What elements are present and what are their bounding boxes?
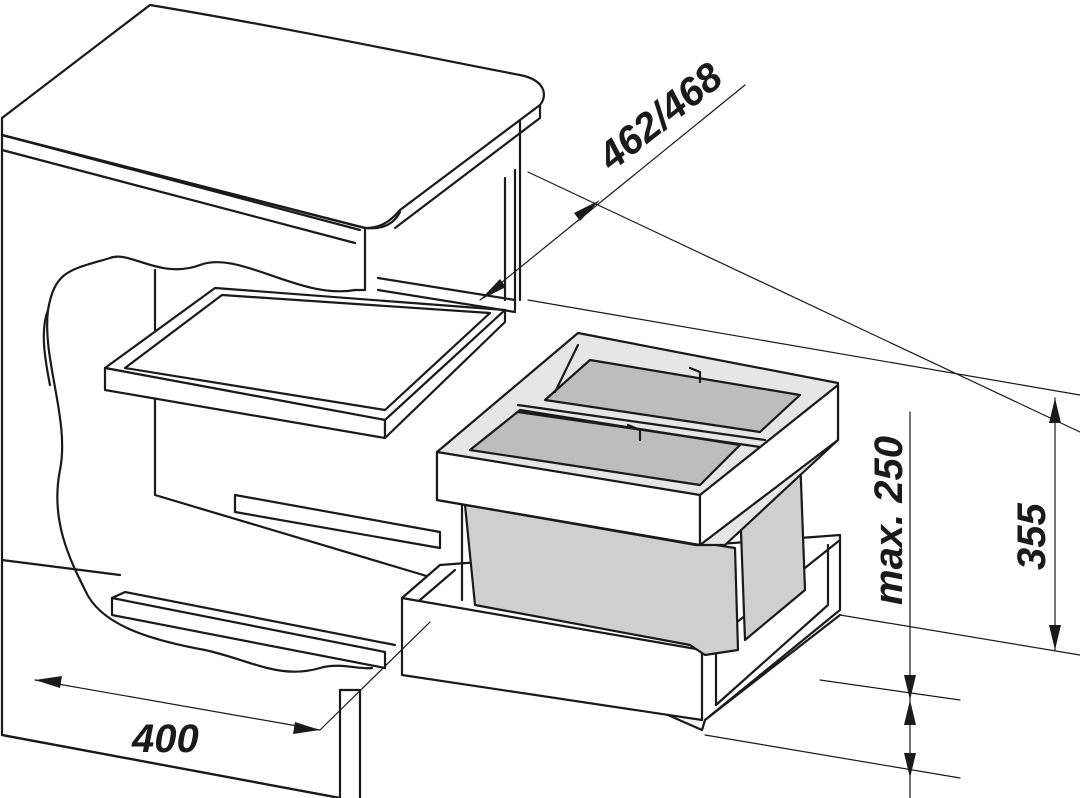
dimension-bin-height-label: max. 250 — [867, 436, 911, 605]
dimension-cabinet-height-label: 355 — [1010, 503, 1054, 570]
dimension-depth-label: 462/468 — [589, 54, 731, 180]
upper-shelf — [103, 276, 517, 440]
worktop — [0, 3, 545, 302]
dimension-width-label: 400 — [131, 717, 199, 761]
dimension-cabinet-height: 355 — [1010, 397, 1061, 651]
dimension-width: 400 — [34, 621, 431, 761]
runners — [110, 493, 442, 670]
dimension-bin-height: max. 250 — [704, 411, 1080, 798]
bins — [435, 331, 840, 657]
cutaway-line — [42, 255, 374, 673]
